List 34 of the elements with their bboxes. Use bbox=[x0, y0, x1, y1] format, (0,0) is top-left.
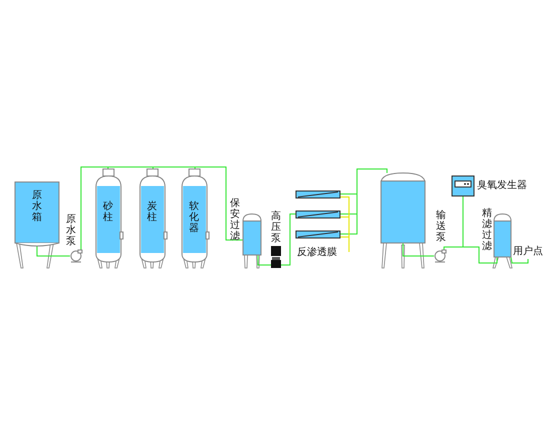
equipment-label: 保安过滤 bbox=[230, 198, 240, 242]
membrane-tube bbox=[296, 231, 340, 238]
vessel-label: 砂柱 bbox=[103, 201, 113, 223]
pipe-line bbox=[510, 256, 528, 264]
filter-vessel bbox=[494, 214, 511, 257]
vessel-label: 软化器 bbox=[189, 201, 199, 234]
pump-symbol bbox=[434, 250, 446, 262]
membrane-tube bbox=[296, 211, 340, 218]
pipe-line bbox=[340, 236, 350, 252]
pump-symbol bbox=[70, 250, 82, 262]
filter-vessel bbox=[243, 214, 261, 255]
vessel-label: 炭柱 bbox=[147, 201, 157, 223]
high-pressure-pump bbox=[271, 246, 281, 268]
water-tank bbox=[381, 173, 425, 243]
equipment-label: 高压泵 bbox=[271, 211, 281, 244]
equipment-label: 原水泵 bbox=[66, 214, 76, 247]
filter-column bbox=[140, 169, 165, 262]
pipe-line bbox=[80, 166, 108, 250]
filter-column bbox=[182, 169, 207, 262]
equipment-label: 精滤过滤 bbox=[482, 208, 492, 252]
membrane-label: 反渗透膜 bbox=[297, 247, 337, 259]
pipe-line bbox=[340, 168, 388, 234]
filter-column bbox=[96, 169, 121, 262]
pipe-line bbox=[280, 214, 296, 266]
equipment-label: 输送泵 bbox=[436, 210, 446, 243]
pipe-line bbox=[108, 166, 154, 170]
user-point-label: 用户点 bbox=[513, 247, 543, 259]
pipe-line bbox=[194, 166, 244, 240]
ozone-generator-box bbox=[452, 176, 474, 196]
membrane-tube bbox=[296, 191, 340, 198]
pipe-line bbox=[258, 254, 272, 266]
equipment-label: 臭氧发生器 bbox=[477, 180, 527, 192]
pipe-line bbox=[402, 242, 434, 256]
pipe-line bbox=[152, 166, 196, 170]
